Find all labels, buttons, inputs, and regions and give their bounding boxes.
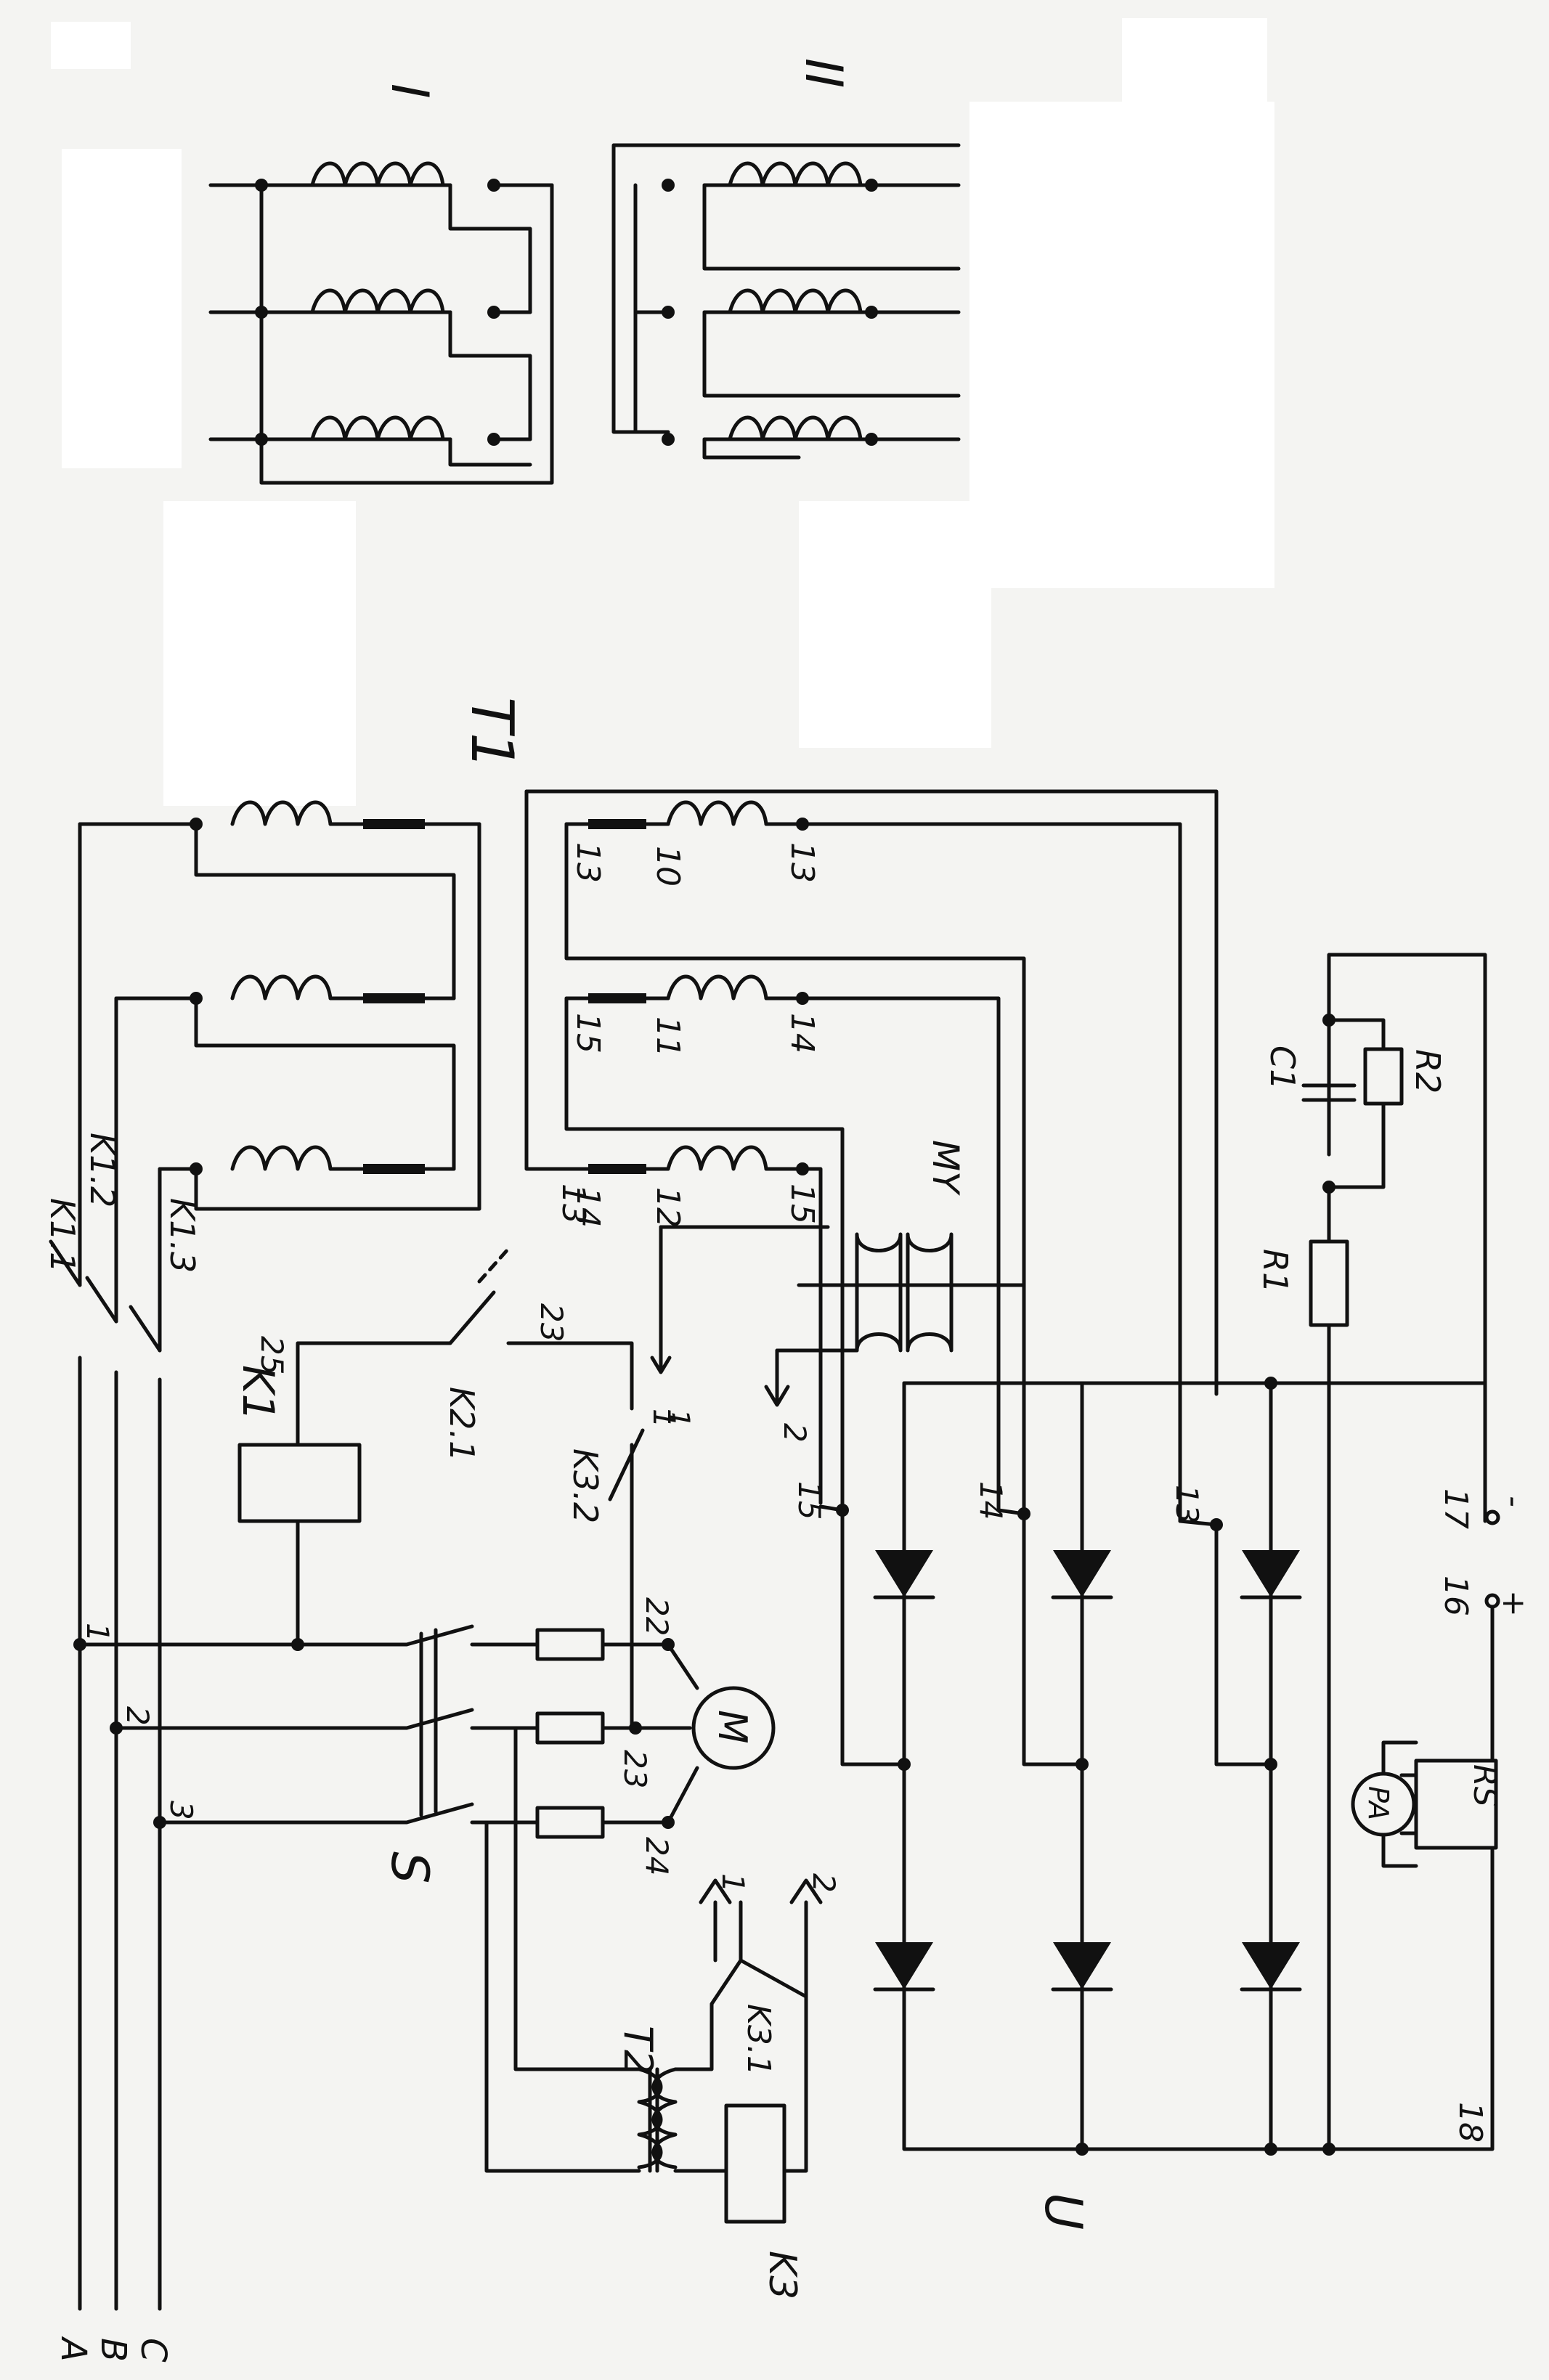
- phase-a: A: [53, 2336, 94, 2362]
- terminal-17: [1484, 1509, 1500, 1525]
- polarity-minus: -: [1495, 1496, 1532, 1507]
- label-k3: K3: [760, 2251, 804, 2299]
- bridge-13: 13: [1169, 1485, 1205, 1523]
- t1-primary: [78, 800, 481, 1211]
- k3-1-term-1: 1: [715, 1873, 751, 1893]
- fuses: 22 23 24: [535, 1597, 699, 1875]
- wire-22: 22: [639, 1597, 675, 1636]
- mask-patch: [163, 501, 356, 806]
- wire-15b: 15: [784, 1183, 821, 1224]
- label-my: MY: [924, 1140, 967, 1196]
- rectifier-bridge: 15 14 13 U: [792, 1377, 1487, 2230]
- wire-13c: 13: [555, 1183, 592, 1224]
- label-k1-3: K1.3: [163, 1198, 202, 1273]
- wire-1-control: 1: [646, 1409, 682, 1428]
- bus-1: 1: [80, 1623, 115, 1642]
- mask-patch: [969, 102, 1274, 588]
- t1-secondary: 13 10 13 15 11 14 14 12 15 13: [524, 789, 1219, 1523]
- scheme-label-star: I: [380, 83, 439, 99]
- bridge-15: 15: [792, 1481, 827, 1520]
- wire-25: 25: [254, 1336, 290, 1374]
- wire-10: 10: [649, 846, 686, 887]
- output-circuit: PA RS 17 16 - + 18: [1327, 1488, 1532, 2151]
- wire-11: 11: [649, 1016, 686, 1057]
- terminal-label-17: 17: [1437, 1488, 1474, 1529]
- label-c1: C1: [1263, 1046, 1302, 1090]
- label-ammeter: PA: [1362, 1786, 1394, 1820]
- mask-patch: [799, 501, 991, 748]
- scheme-label-delta: II: [794, 58, 853, 88]
- label-k1-1: K1.1: [43, 1198, 82, 1273]
- wire-13b: 13: [784, 842, 821, 883]
- label-motor: M: [710, 1710, 755, 1744]
- motor: M: [691, 1686, 776, 1770]
- rc-snubber: R1 C1 R2: [1256, 953, 1487, 2156]
- label-switch-s: S: [380, 1851, 439, 1883]
- terminal-label-18: 18: [1452, 2102, 1489, 2143]
- control-circuit: K1 25 K2.1 23 K3.2 1: [232, 1247, 692, 1730]
- label-k3-1: K3.1: [740, 2004, 777, 2076]
- label-k2-1: K2.1: [442, 1387, 481, 1462]
- label-shunt: RS: [1466, 1764, 1503, 1807]
- phase-c: C: [133, 2338, 174, 2363]
- label-k1-2: K1.2: [83, 1133, 122, 1207]
- wire-23-motor: 23: [617, 1750, 653, 1788]
- k3-1-term-2: 2: [806, 1873, 842, 1893]
- wire-14: 14: [569, 1187, 606, 1228]
- connection-scheme-delta: II: [611, 58, 961, 460]
- wire-13: 13: [569, 842, 606, 883]
- label-r1: R1: [1256, 1249, 1295, 1293]
- mask-patch: [62, 149, 182, 468]
- label-t1: T1: [458, 697, 526, 770]
- wire-24: 24: [639, 1837, 675, 1875]
- bus-2: 2: [120, 1706, 155, 1726]
- wire-12: 12: [649, 1187, 686, 1228]
- terminal-label-16: 16: [1437, 1576, 1474, 1616]
- bridge-14: 14: [973, 1481, 1009, 1520]
- mains-lines: K1.1 K1.2 K1.3 A B C: [43, 822, 202, 2363]
- wire-14b: 14: [784, 1013, 821, 1054]
- label-k3-2: K3.2: [566, 1448, 605, 1523]
- connection-scheme-star: I: [208, 83, 554, 485]
- label-t2: T2: [615, 2026, 661, 2074]
- polarity-plus: +: [1495, 1590, 1532, 1617]
- phase-b: B: [93, 2338, 134, 2362]
- wire-15: 15: [569, 1013, 606, 1054]
- label-rectifier-u: U: [1033, 2193, 1093, 2230]
- t2-k3-circuit: T2 K3.1 1 2 K3: [484, 1726, 842, 2299]
- label-r2: R2: [1408, 1049, 1447, 1093]
- wire-my-1: 1: [661, 1409, 696, 1428]
- magnetic-amplifier: MY 1 2: [650, 1140, 1026, 1443]
- label-k1: K1: [232, 1365, 283, 1422]
- wire-23: 23: [534, 1303, 569, 1342]
- switch-s-area: 1 2 3 S: [73, 1623, 540, 1883]
- bus-3: 3: [163, 1801, 199, 1820]
- mask-patch: [51, 22, 131, 69]
- wire-my-2: 2: [777, 1423, 813, 1443]
